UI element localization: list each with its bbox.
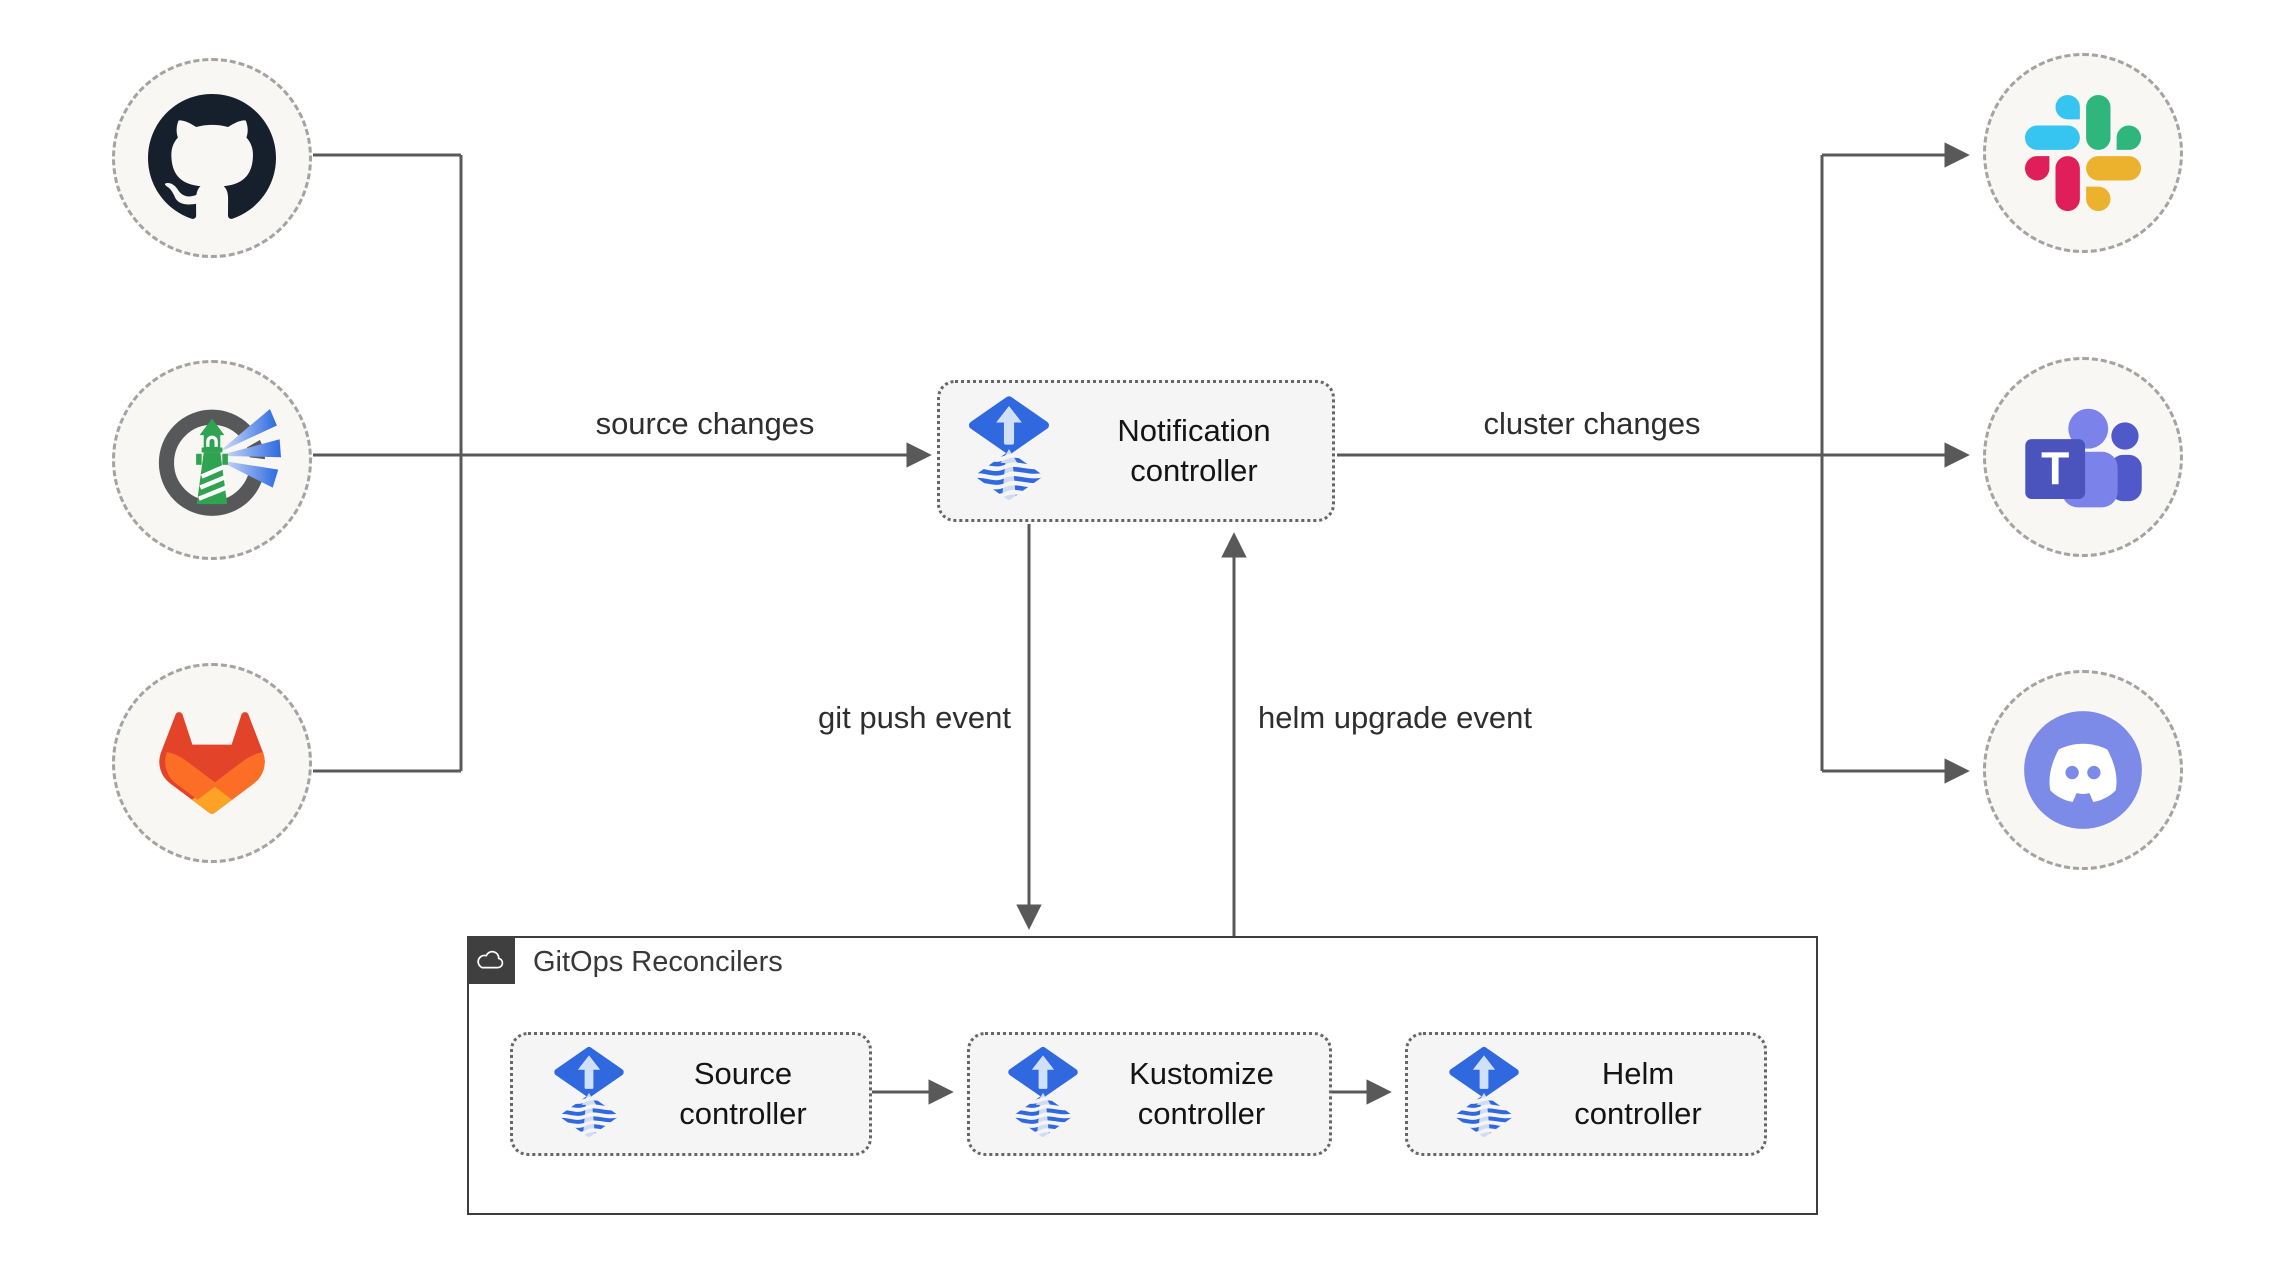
source-node-gitlab[interactable]	[112, 663, 312, 863]
target-node-discord[interactable]	[1983, 670, 2183, 870]
kustomize-controller-label: Kustomize controller	[1129, 1056, 1274, 1131]
edge-label-cluster-changes: cluster changes	[1483, 406, 1701, 441]
flux-icon	[1444, 1045, 1524, 1144]
cloud-icon	[474, 947, 508, 973]
source-controller-node[interactable]: Source controller	[510, 1032, 872, 1156]
source-node-github[interactable]	[112, 58, 312, 258]
discord-icon	[2019, 706, 2147, 834]
gitops-reconcilers-title: GitOps Reconcilers	[533, 946, 783, 978]
edge-label-source-changes: source changes	[595, 406, 815, 441]
flux-icon	[963, 394, 1055, 508]
gitlab-icon	[156, 707, 268, 819]
edge-label-git-push-event: git push event	[817, 700, 1011, 735]
source-node-harbor[interactable]	[112, 360, 312, 560]
gitops-reconcilers-container[interactable]: GitOps Reconcilers Source controller Kus…	[467, 936, 1818, 1215]
target-node-teams[interactable]	[1983, 357, 2183, 557]
teams-icon	[2019, 398, 2147, 516]
flux-icon	[549, 1045, 629, 1144]
notification-controller-node[interactable]: Notification controller	[937, 380, 1335, 522]
helm-controller-label: Helm controller	[1574, 1056, 1702, 1131]
edge-label-helm-upgrade-event: helm upgrade event	[1258, 700, 1533, 735]
target-node-slack[interactable]	[1983, 53, 2183, 253]
source-controller-label: Source controller	[679, 1056, 807, 1131]
harbor-icon	[143, 391, 281, 529]
notification-controller-label: Notification controller	[1117, 413, 1271, 488]
flux-icon	[1003, 1045, 1083, 1144]
kustomize-controller-node[interactable]: Kustomize controller	[967, 1032, 1332, 1156]
helm-controller-node[interactable]: Helm controller	[1405, 1032, 1767, 1156]
cloud-badge	[467, 936, 515, 984]
github-icon	[148, 94, 276, 222]
slack-icon	[2025, 95, 2141, 211]
